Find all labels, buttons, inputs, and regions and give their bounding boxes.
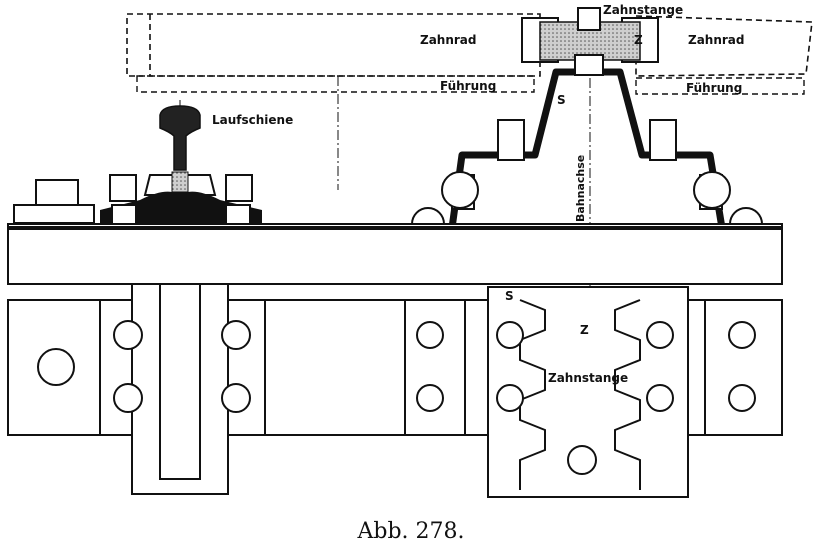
label-bahnachse: Bahnachse: [574, 155, 587, 222]
rack-teeth: [519, 299, 641, 490]
label-s-bottom: S: [505, 289, 514, 303]
bolt-nuts-rail: [13, 174, 253, 244]
sleeper-elevation: [7, 223, 783, 285]
laufschiene-rail: [100, 105, 262, 225]
bolt-heads-plan: [37, 320, 756, 475]
label-fuehrung-left: Führung: [440, 79, 496, 93]
figure-caption: Abb. 278.: [356, 519, 464, 544]
label-zahnstange-top: Zahnstange: [603, 3, 683, 17]
label-z-bottom: Z: [580, 323, 589, 337]
label-laufschiene: Laufschiene: [212, 113, 293, 127]
fuehrung-outline: [136, 75, 805, 95]
label-z-top: Z: [634, 33, 643, 47]
zahnrad-outline: [126, 13, 813, 77]
label-zahnrad-right: Zahnrad: [688, 33, 745, 47]
label-s-top: S: [557, 93, 566, 107]
label-zahnstange-bottom: Zahnstange: [548, 371, 628, 385]
label-zahnrad-left: Zahnrad: [420, 33, 477, 47]
label-fuehrung-right: Führung: [686, 81, 742, 95]
